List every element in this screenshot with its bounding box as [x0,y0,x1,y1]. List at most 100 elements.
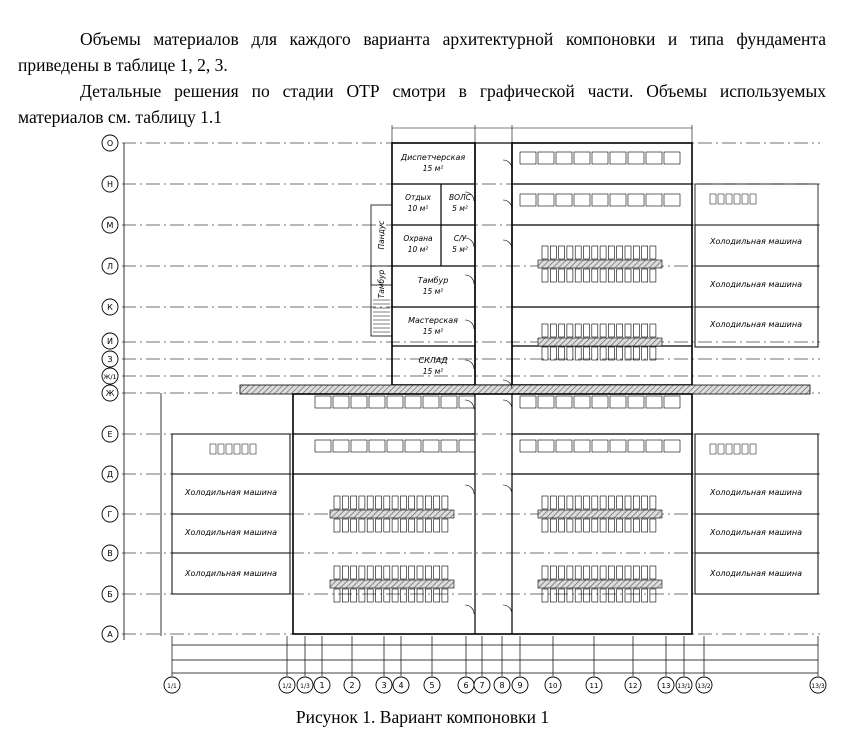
server-rack [641,346,648,361]
server-rack [599,495,607,510]
ramp-label: Пандус [377,220,386,250]
column-axis-label: 9 [517,681,522,690]
server-rack [424,518,432,533]
column-axis-label: 1 [319,681,324,690]
server-rack [574,346,582,361]
server-rack [566,346,574,361]
server-rack [624,323,632,338]
server-rack [541,245,549,260]
server-rack [616,495,624,510]
row-axis-label: Л [107,262,113,271]
server-rack [358,495,366,510]
cabinet-unit [573,395,591,409]
cabinet-unit [609,439,627,453]
corridor [474,142,513,386]
row-axis-label: Г [108,510,113,519]
hot-aisle [537,509,663,519]
hot-aisle [537,337,663,347]
column-axis-bubble [278,676,296,694]
cabinet-unit [645,151,663,165]
server-rack [341,518,349,533]
column-axis-label: 13 [662,682,671,690]
server-rack [333,565,341,580]
chiller-module [725,193,733,205]
column-axis-bubble [657,676,675,694]
server-rack [549,495,557,510]
room-block [391,142,476,386]
hatched-slab [239,384,811,395]
row-axis-bubble [101,216,119,234]
server-rack [641,323,648,338]
server-rack [616,268,624,283]
server-rack [566,565,574,580]
vestibule-stair [370,265,393,337]
room-name: ВОЛС [449,193,472,202]
server-rack [649,495,657,510]
row-axis-bubble [101,332,119,350]
server-rack [583,495,590,510]
row-axis-label: З [107,355,112,364]
server-rack [632,588,640,603]
cabinet-unit [627,193,645,207]
server-rack [583,346,590,361]
column-axis-bubble [809,676,827,694]
server-rack [608,495,615,510]
chiller-module [741,443,749,455]
column-axis-label: 1/3 [300,683,310,690]
server-rack [624,245,632,260]
server-rack [583,268,590,283]
column-axis-bubble [695,676,713,694]
row-axis-bubble [101,465,119,483]
row-axis-label: М [107,221,114,230]
room-area: 15 м² [423,367,444,376]
column-axis-label: 7 [479,681,484,690]
figure-caption: Рисунок 1. Вариант компоновки 1 [295,707,550,727]
room-name: С/У [454,234,467,243]
room-area: 15 м² [423,164,444,173]
server-rack [383,588,391,603]
server-rack [416,518,424,533]
server-rack [391,565,399,580]
server-rack [641,268,648,283]
room-area: 10 м² [408,245,429,254]
server-rack [416,495,424,510]
server-rack [400,565,407,580]
cabinet-unit [519,193,537,207]
room-area: 15 м² [423,327,444,336]
cabinet-unit [573,193,591,207]
hot-aisle [329,509,455,519]
server-rack [632,518,640,533]
server-rack [375,518,382,533]
server-rack [591,346,599,361]
server-rack [608,565,615,580]
cabinet-unit [537,193,555,207]
server-rack [549,588,557,603]
server-rack [574,518,582,533]
server-rack [632,565,640,580]
row-axis-label: Д [107,470,113,479]
server-rack [416,588,424,603]
server-rack [583,518,590,533]
server-rack [624,565,632,580]
cabinet-unit [609,193,627,207]
server-rack [375,565,382,580]
server-rack [391,518,399,533]
cabinet-unit [404,395,422,409]
server-rack [566,245,574,260]
server-rack [341,495,349,510]
server-rack [608,588,615,603]
row-axis-bubble [101,384,119,402]
server-rack [566,588,574,603]
server-rack [599,346,607,361]
door-swing [502,604,513,615]
room-name: Тамбур [418,276,449,285]
cabinet-unit [573,439,591,453]
door-swing [464,359,475,370]
server-rack [632,323,640,338]
column-axis-label: 6 [463,681,468,690]
chiller-bay [694,183,819,226]
hot-aisle [537,579,663,589]
column-axis-bubble [423,676,441,694]
row-axis-label: В [107,549,113,558]
server-rack [558,565,565,580]
